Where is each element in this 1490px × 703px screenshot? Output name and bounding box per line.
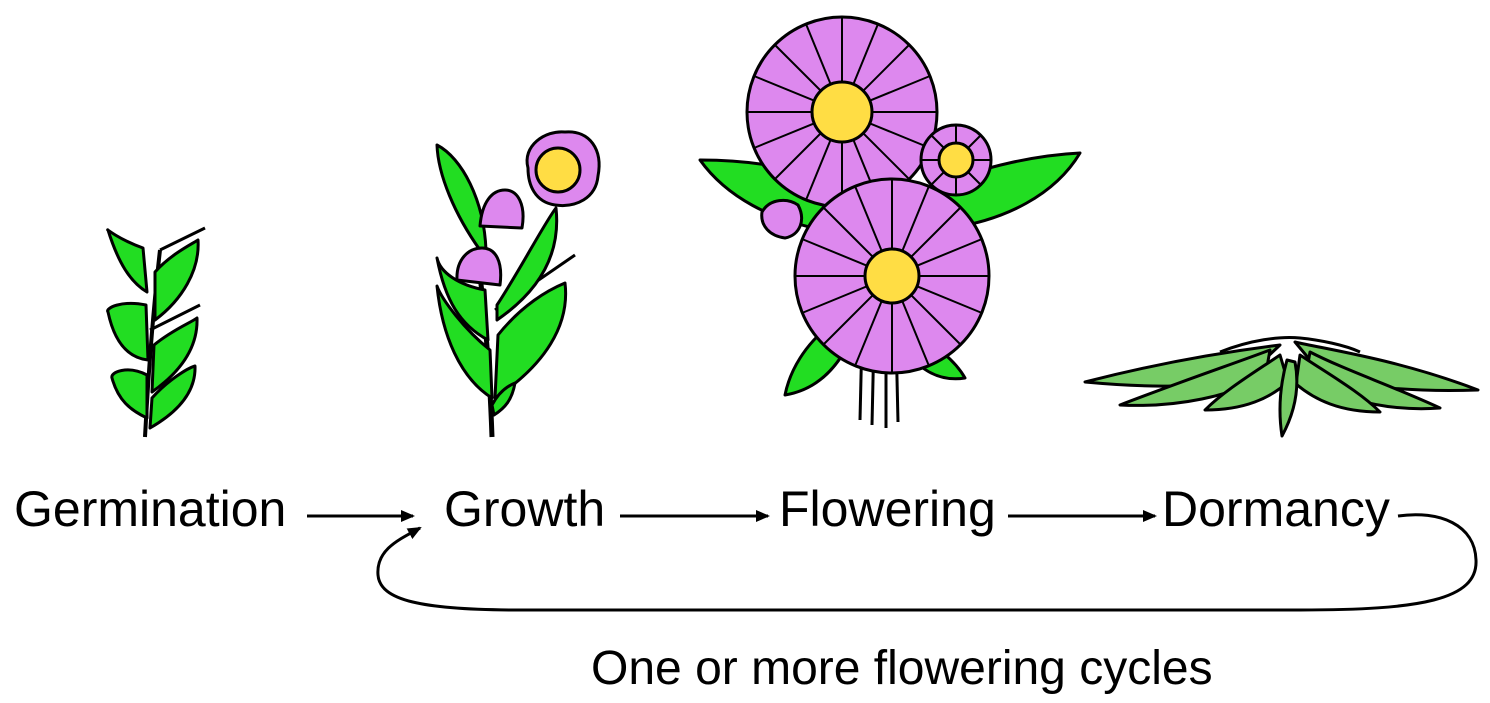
flower-small-icon [921, 125, 991, 195]
stage-label-flowering: Flowering [779, 484, 996, 534]
dormant-rosette-icon [1085, 338, 1478, 436]
stage-label-germination: Germination [14, 484, 286, 534]
cycle-label: One or more flowering cycles [591, 645, 1213, 693]
stage-label-dormancy: Dormancy [1162, 484, 1390, 534]
flower-bottom-icon [795, 179, 989, 373]
stage-label-growth: Growth [444, 484, 605, 534]
seedling-icon [108, 228, 205, 437]
flowering-plant-icon [700, 17, 1080, 428]
flower-top-icon [747, 17, 937, 207]
growing-plant-icon [437, 132, 599, 437]
